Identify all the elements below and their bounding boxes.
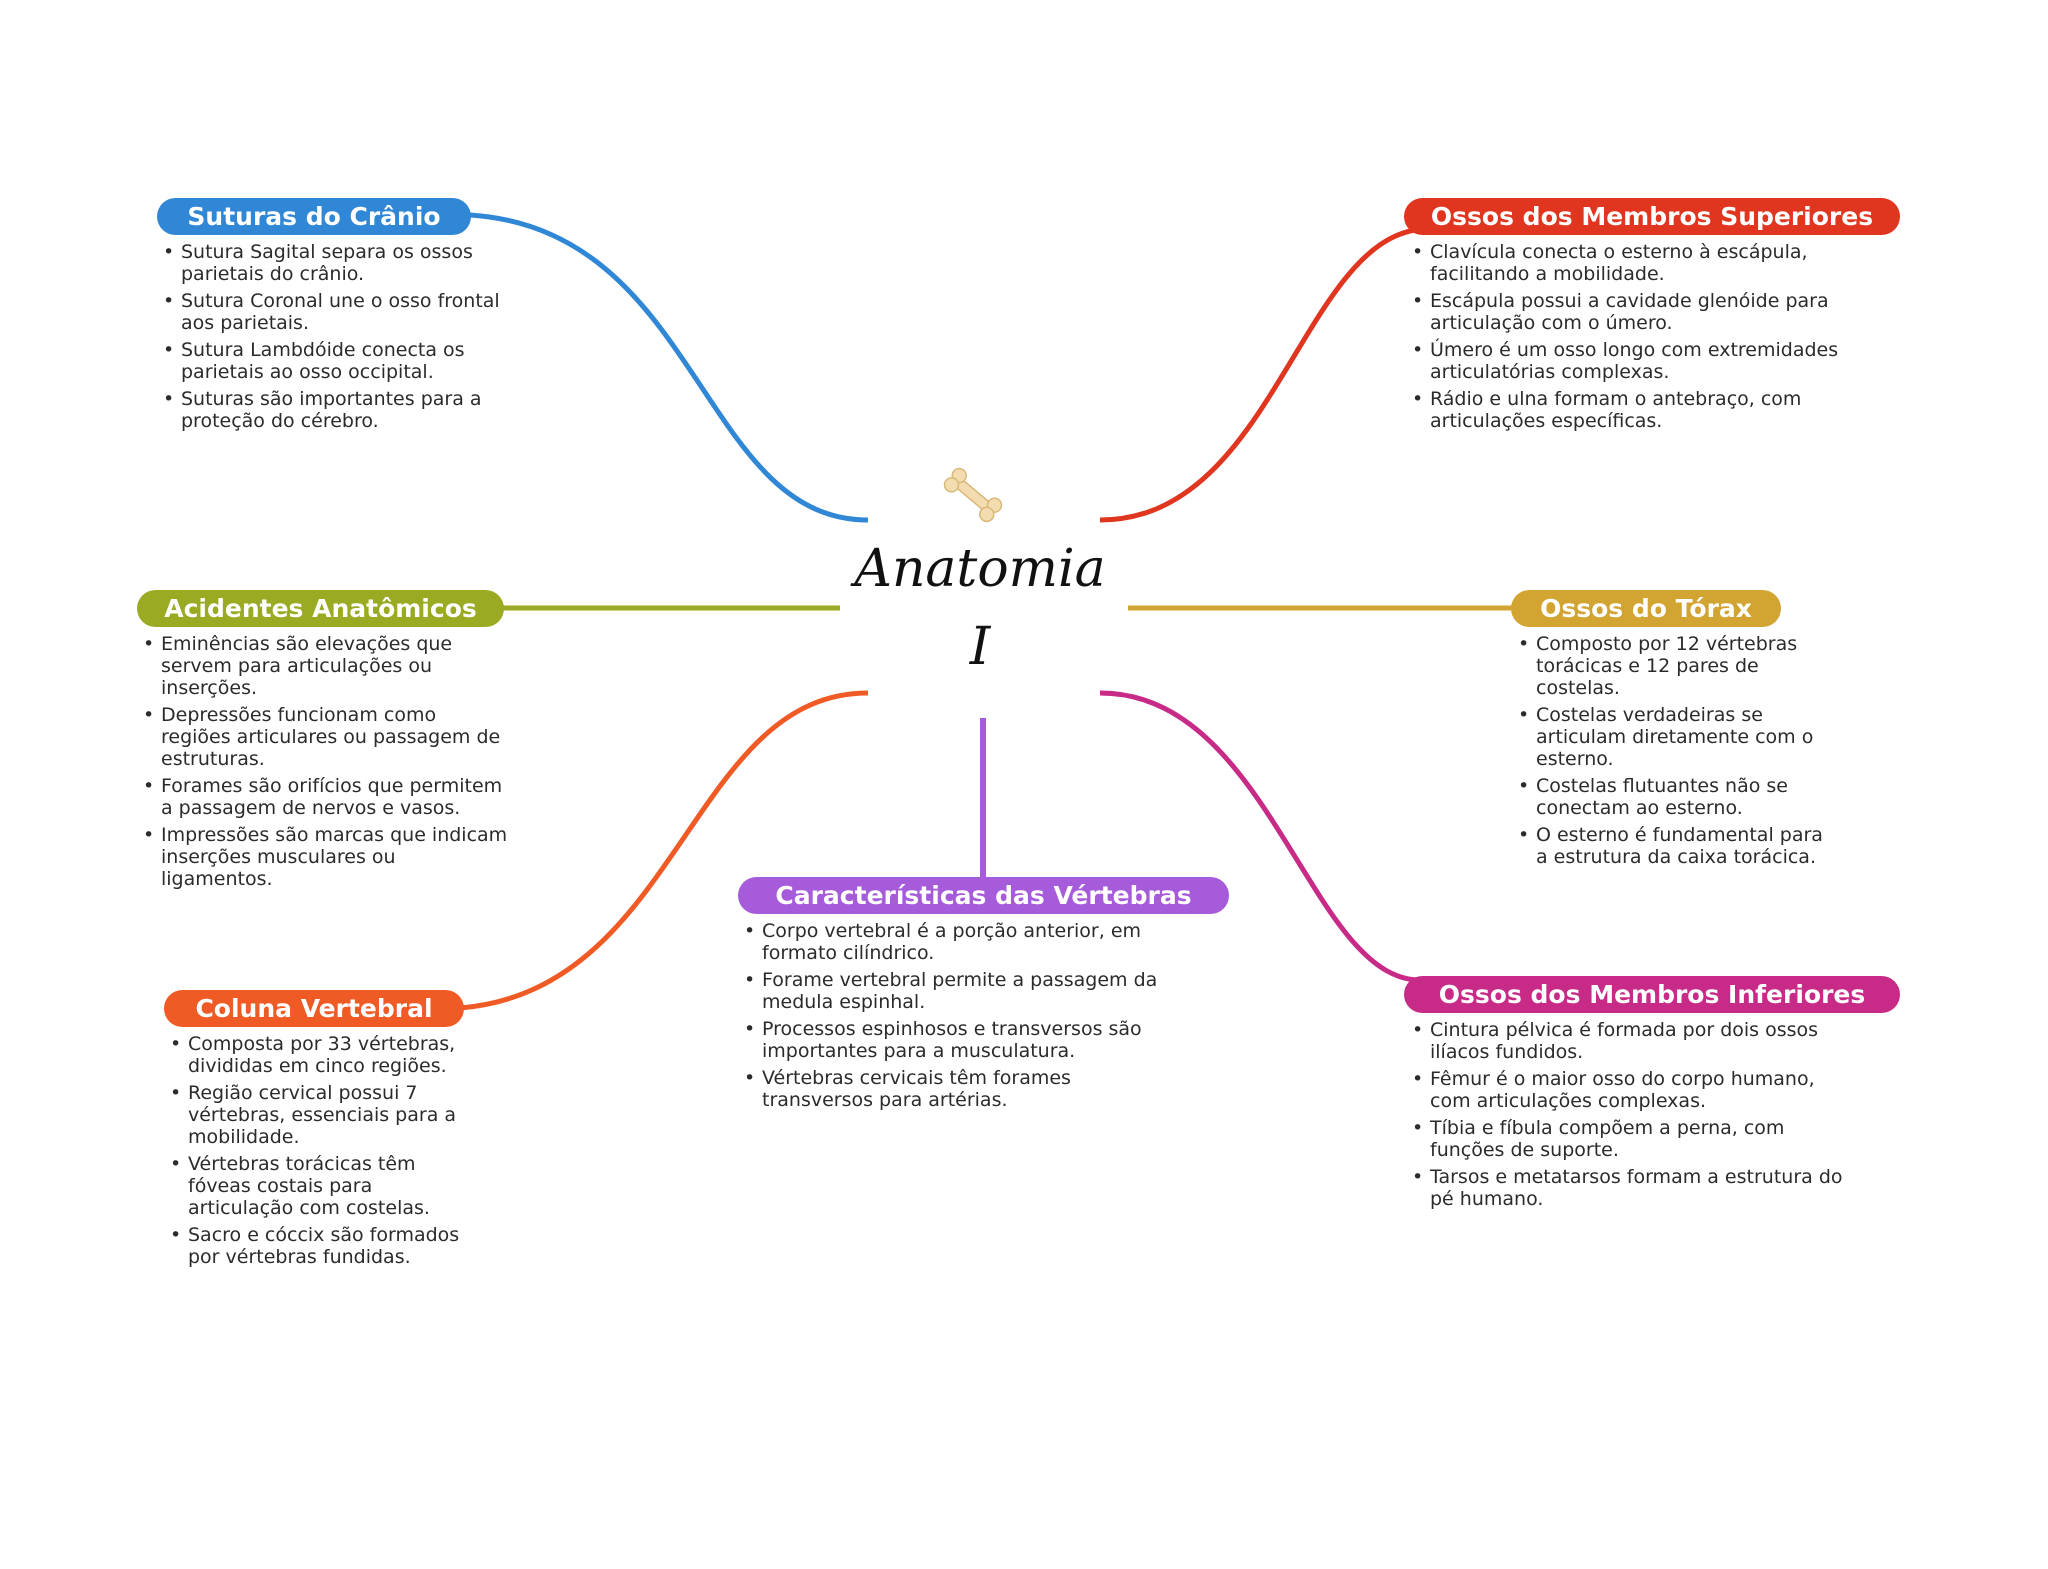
note-item: Processos espinhosos e transversos são i…	[742, 1018, 1162, 1062]
central-topic[interactable]: Anatomia I	[850, 530, 1110, 686]
topic-suturas-do-cranio[interactable]: Suturas do Crânio	[157, 198, 471, 235]
note-item: Escápula possui a cavidade glenóide para…	[1410, 290, 1850, 334]
topic-ossos-membros-superiores[interactable]: Ossos dos Membros Superiores	[1404, 198, 1900, 235]
note-item: Sacro e cóccix são formados por vértebra…	[168, 1224, 478, 1268]
note-item: Composto por 12 vértebras torácicas e 12…	[1516, 633, 1836, 699]
notes-vertebras: Corpo vertebral é a porção anterior, em …	[742, 920, 1162, 1116]
note-item: Região cervical possui 7 vértebras, esse…	[168, 1082, 478, 1148]
note-item: Vértebras torácicas têm fóveas costais p…	[168, 1153, 478, 1219]
note-item: Vértebras cervicais têm forames transver…	[742, 1067, 1162, 1111]
note-item: Eminências são elevações que servem para…	[141, 633, 511, 699]
note-item: Forames são orifícios que permitem a pas…	[141, 775, 511, 819]
notes-suturas: Sutura Sagital separa os ossos parietais…	[161, 241, 501, 437]
notes-superiores: Clavícula conecta o esterno à escápula, …	[1410, 241, 1850, 437]
note-item: Corpo vertebral é a porção anterior, em …	[742, 920, 1162, 964]
note-item: Tarsos e metatarsos formam a estrutura d…	[1410, 1166, 1850, 1210]
topic-caracteristicas-das-vertebras[interactable]: Características das Vértebras	[738, 877, 1229, 914]
notes-acidentes: Eminências são elevações que servem para…	[141, 633, 511, 895]
connector-coluna	[459, 690, 869, 1011]
note-item: Costelas verdadeiras se articulam direta…	[1516, 704, 1836, 770]
note-item: Composta por 33 vértebras, divididas em …	[168, 1033, 478, 1077]
topic-coluna-vertebral[interactable]: Coluna Vertebral	[164, 990, 464, 1027]
note-item: Impressões são marcas que indicam inserç…	[141, 824, 511, 890]
connector-inferiores	[1099, 690, 1421, 983]
topic-ossos-do-torax[interactable]: Ossos do Tórax	[1511, 590, 1781, 627]
note-item: Suturas são importantes para a proteção …	[161, 388, 501, 432]
notes-torax: Composto por 12 vértebras torácicas e 12…	[1516, 633, 1836, 873]
connector-superiores	[1099, 227, 1416, 523]
note-item: O esterno é fundamental para a estrutura…	[1516, 824, 1836, 868]
notes-inferiores: Cintura pélvica é formada por dois ossos…	[1410, 1019, 1850, 1215]
central-title-line2: I	[969, 617, 991, 677]
note-item: Cintura pélvica é formada por dois ossos…	[1410, 1019, 1850, 1063]
note-item: Rádio e ulna formam o antebraço, com art…	[1410, 388, 1850, 432]
note-item: Fêmur é o maior osso do corpo humano, co…	[1410, 1068, 1850, 1112]
notes-coluna: Composta por 33 vértebras, divididas em …	[168, 1033, 478, 1273]
topic-ossos-membros-inferiores[interactable]: Ossos dos Membros Inferiores	[1404, 976, 1900, 1013]
note-item: Tíbia e fíbula compõem a perna, com funç…	[1410, 1117, 1850, 1161]
note-item: Clavícula conecta o esterno à escápula, …	[1410, 241, 1850, 285]
central-title-line1: Anatomia	[854, 539, 1106, 599]
note-item: Sutura Sagital separa os ossos parietais…	[161, 241, 501, 285]
note-item: Úmero é um osso longo com extremidades a…	[1410, 339, 1850, 383]
note-item: Forame vertebral permite a passagem da m…	[742, 969, 1162, 1013]
connector-suturas	[469, 212, 869, 523]
bone-icon	[943, 467, 1003, 523]
note-item: Costelas flutuantes não se conectam ao e…	[1516, 775, 1836, 819]
note-item: Sutura Coronal une o osso frontal aos pa…	[161, 290, 501, 334]
note-item: Sutura Lambdóide conecta os parietais ao…	[161, 339, 501, 383]
note-item: Depressões funcionam como regiões articu…	[141, 704, 511, 770]
topic-acidentes-anatomicos[interactable]: Acidentes Anatômicos	[137, 590, 504, 627]
